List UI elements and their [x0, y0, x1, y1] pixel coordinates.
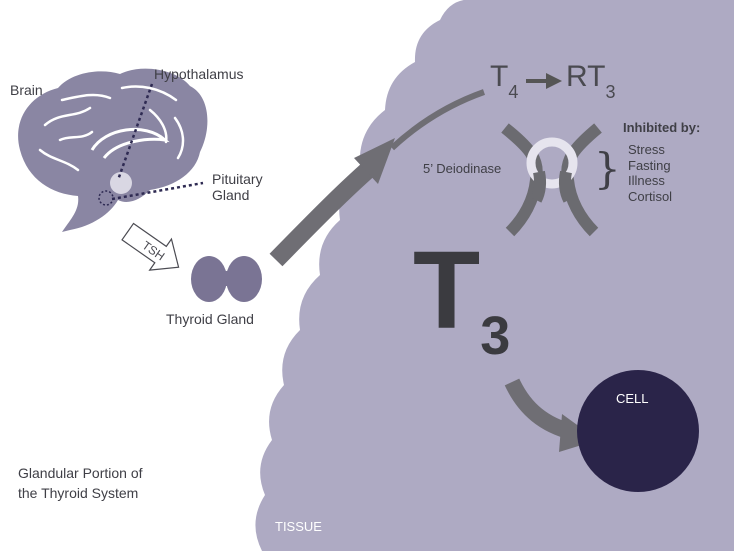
brain-label: Brain	[10, 82, 43, 98]
hypothalamus-leader	[116, 83, 154, 181]
brain-midline	[90, 127, 170, 159]
tissue-label: TISSUE	[275, 519, 322, 534]
brain-folds	[38, 85, 185, 172]
cell-label: CELL	[616, 391, 649, 406]
thyroid-to-t4-curve	[389, 89, 485, 151]
t4-rt3-arrowhead	[546, 73, 562, 89]
cell-circle	[577, 370, 699, 492]
thyroid-gland-label: Thyroid Gland	[166, 311, 254, 327]
inhibited-by-label: Inhibited by:	[623, 120, 701, 135]
pituitary-label: Pituitary Gland	[212, 171, 263, 204]
deiodinase-enzyme	[501, 123, 602, 237]
pituitary-highlight	[110, 172, 132, 194]
glandular-portion-label: Glandular Portion of the Thyroid System	[18, 465, 143, 501]
inhibitor-item: Cortisol	[628, 188, 673, 204]
thyroid-to-t4-arrow	[269, 161, 376, 267]
inhibitor-brace: }	[594, 144, 621, 193]
t3-label: T3	[413, 229, 511, 366]
t4-label: T4	[490, 60, 519, 102]
rt3-label: RT3	[566, 60, 616, 102]
inhibitor-item: Stress	[628, 142, 665, 157]
thyroid-to-t4-arrowhead	[354, 138, 395, 184]
brain-illustration	[18, 68, 208, 233]
inhibitor-item: Fasting	[628, 157, 671, 173]
hypothalamus-label: Hypothalamus	[154, 66, 244, 82]
thyroid-gland-icon	[191, 256, 262, 302]
tsh-arrow: TSH	[121, 222, 180, 271]
pituitary-marker	[98, 190, 114, 206]
deiodinase-label: 5’ Deiodinase	[423, 161, 502, 176]
inhibitor-item: Illness	[628, 173, 665, 189]
